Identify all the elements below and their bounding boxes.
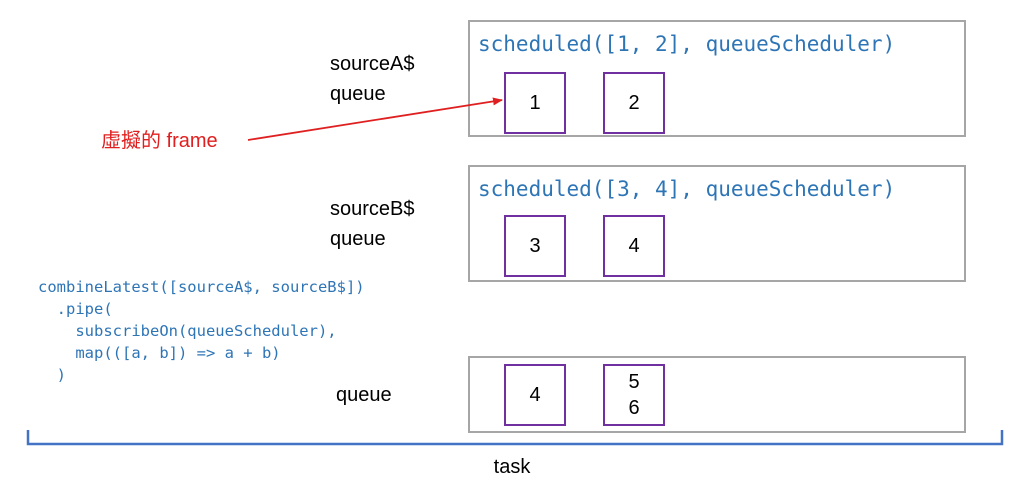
queue-item-sourceB-3: 3 <box>504 215 566 277</box>
item-value: 6 <box>628 397 640 419</box>
queue-item-result-5-6: 5 6 <box>603 364 665 426</box>
code-line: ) <box>38 366 66 384</box>
queue-item-result-4: 4 <box>504 364 566 426</box>
annotation-arrow <box>247 97 503 141</box>
code-line: .pipe( <box>38 300 113 318</box>
item-value: 3 <box>529 234 541 257</box>
label-line: sourceB$ <box>330 198 415 220</box>
item-value: 1 <box>529 91 541 114</box>
code-line: subscribeOn(queueScheduler), <box>38 322 337 340</box>
label-line: queue <box>336 384 392 406</box>
item-value: 4 <box>628 234 640 257</box>
queue-label-result: queue <box>336 380 392 410</box>
virtual-frame-annotation: 虛擬的 frame <box>101 130 218 152</box>
queue-title-sourceB: scheduled([3, 4], queueScheduler) <box>478 177 896 201</box>
code-line: combineLatest([sourceA$, sourceB$]) <box>38 278 365 296</box>
label-line: queue <box>330 83 386 105</box>
label-line: sourceA$ <box>330 53 415 75</box>
queue-label-sourceB: sourceB$ queue <box>330 194 415 254</box>
item-value: 2 <box>628 91 640 114</box>
item-value: 4 <box>529 383 541 406</box>
queue-label-sourceA: sourceA$ queue <box>330 49 415 109</box>
queue-item-sourceA-1: 1 <box>504 72 566 134</box>
task-label: task <box>493 456 531 478</box>
item-value: 5 <box>628 371 640 393</box>
task-brace <box>26 430 1004 446</box>
label-line: queue <box>330 228 386 250</box>
code-line: map(([a, b]) => a + b) <box>38 344 281 362</box>
code-snippet: combineLatest([sourceA$, sourceB$]) .pip… <box>38 276 365 386</box>
queue-item-sourceB-4: 4 <box>603 215 665 277</box>
queue-item-sourceA-2: 2 <box>603 72 665 134</box>
queue-title-sourceA: scheduled([1, 2], queueScheduler) <box>478 32 896 56</box>
